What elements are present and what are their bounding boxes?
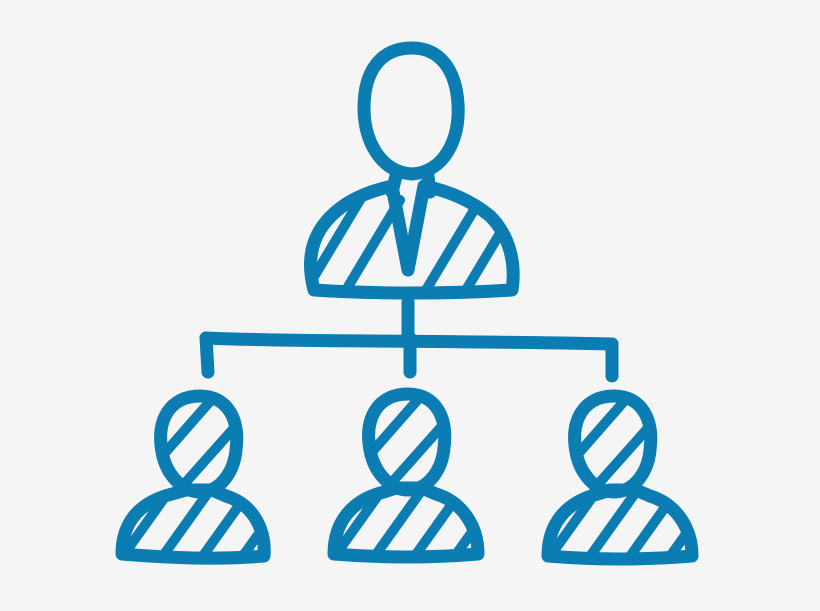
center-person-icon — [327, 387, 485, 564]
right-body — [541, 483, 699, 566]
top-neck — [385, 169, 437, 199]
right-person-icon — [541, 389, 699, 566]
top-body-hatching — [312, 195, 513, 288]
left-body — [115, 483, 271, 565]
top-body — [304, 179, 520, 300]
connector-lines — [199, 295, 619, 383]
top-person-icon — [304, 41, 520, 300]
top-head — [357, 41, 465, 181]
left-person-icon — [115, 389, 271, 565]
connector-bar — [199, 331, 619, 351]
connector-left — [199, 331, 215, 379]
center-body — [327, 481, 485, 564]
